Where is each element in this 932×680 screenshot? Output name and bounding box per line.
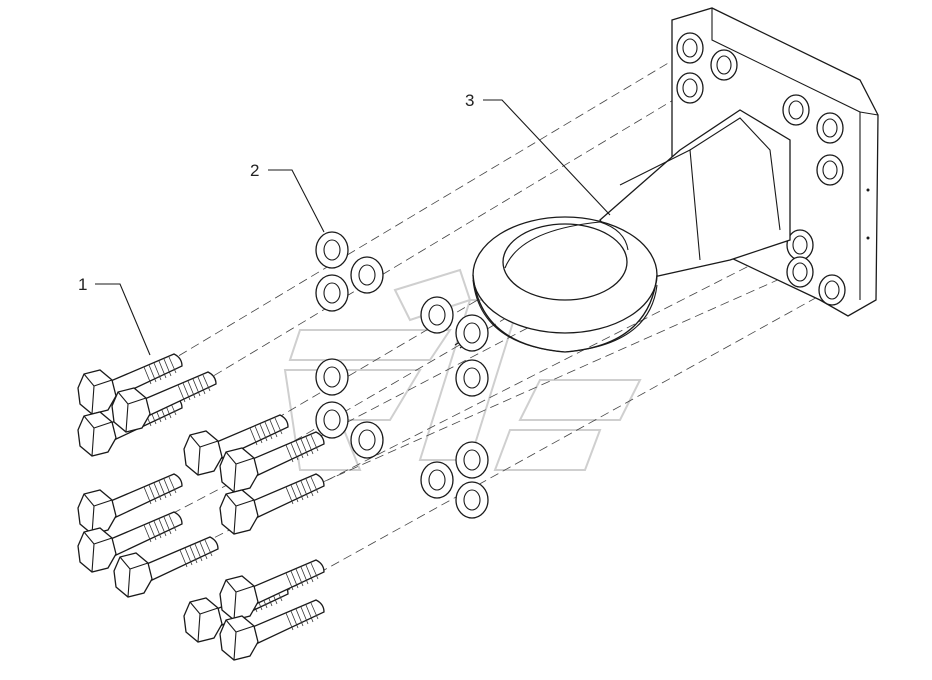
washer — [455, 314, 489, 352]
washer — [315, 231, 349, 269]
washer — [420, 296, 454, 334]
callout-towing-eye: 3 — [465, 91, 611, 216]
callout-label-1: 1 — [78, 275, 87, 294]
washer — [315, 358, 349, 396]
callout-label-2: 2 — [250, 161, 259, 180]
washer — [315, 401, 349, 439]
washer — [455, 359, 489, 397]
callout-bolts: 1 — [78, 275, 151, 356]
washer — [455, 441, 489, 479]
towing-eye-bracket — [454, 7, 879, 353]
callout-washers: 2 — [250, 161, 325, 233]
washer — [420, 461, 454, 499]
bolts — [77, 353, 325, 661]
flange-holes — [676, 32, 870, 306]
washer — [350, 256, 384, 294]
washer — [315, 274, 349, 312]
callout-label-3: 3 — [465, 91, 474, 110]
washer — [455, 481, 489, 519]
washers — [315, 231, 489, 519]
washer — [350, 421, 384, 459]
